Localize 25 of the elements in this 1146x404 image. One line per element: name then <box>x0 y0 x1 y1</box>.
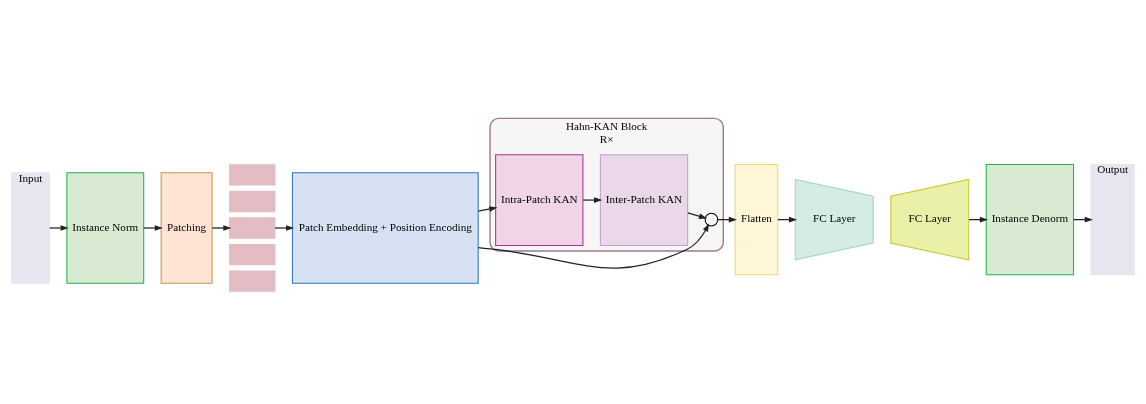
node-box: Instance Denorm <box>985 163 1075 276</box>
node-box: Output <box>1090 163 1135 276</box>
arrow <box>274 225 295 231</box>
node-box <box>229 270 276 292</box>
arrow <box>687 212 708 219</box>
node-circle <box>704 212 719 227</box>
arrow <box>477 206 498 212</box>
arrow <box>477 223 710 269</box>
node-box: Intra-Patch KAN <box>495 154 584 246</box>
node-box: Inter-Patch KAN <box>599 154 689 246</box>
node-box: Flatten <box>734 163 779 276</box>
node-box <box>229 190 276 213</box>
arrow <box>211 225 232 231</box>
arrow <box>48 225 69 231</box>
node-box <box>229 243 276 266</box>
node-box: FC Layer <box>890 178 970 261</box>
node-box: Patch Embedding + Position Encoding <box>291 172 479 284</box>
arrow <box>143 225 163 231</box>
node-box: FC Layer <box>794 178 874 261</box>
node-box: Patching <box>160 172 213 284</box>
node-box: Instance Norm <box>66 172 145 284</box>
node-box: Input <box>11 172 50 284</box>
arrow <box>582 197 603 203</box>
node-box <box>229 217 276 239</box>
node-box <box>229 164 276 186</box>
